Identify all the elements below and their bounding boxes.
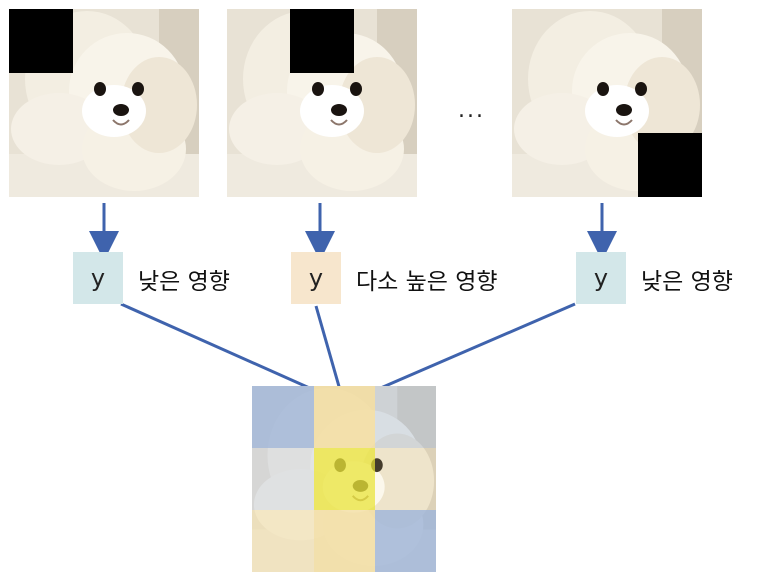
ellipsis: ... [458,98,485,123]
output-box-low: y [73,252,123,304]
effect-label: 다소 높은 영향 [356,269,498,295]
occlusion-photo-1 [9,9,199,197]
heat-cell [375,510,436,572]
heat-cell [314,386,375,448]
occlusion-photo-3 [512,9,702,197]
output-box-mid: y [291,252,341,304]
heat-cell [375,386,436,448]
heat-cell [252,448,314,510]
heat-cell [252,386,314,448]
connector-line [375,302,576,392]
output-box-low: y [576,252,626,304]
connector-line [314,305,342,391]
effect-label: 낮은 영향 [138,269,230,295]
occlusion-patch-icon [638,133,702,197]
occlusion-photo-2 [227,9,417,197]
occlusion-patch-icon [9,9,73,73]
output-symbol: y [308,264,324,292]
connector-line [120,302,315,392]
heat-cell [375,448,436,510]
heat-cell [314,510,375,572]
occlusion-patch-icon [290,9,354,73]
heat-cell [252,510,314,572]
output-symbol: y [90,264,106,292]
output-symbol: y [593,264,609,292]
heat-overlay [252,386,436,572]
effect-label: 낮은 영향 [641,269,733,295]
heatmap-grid-icon [252,386,436,572]
heat-cell [314,448,375,510]
